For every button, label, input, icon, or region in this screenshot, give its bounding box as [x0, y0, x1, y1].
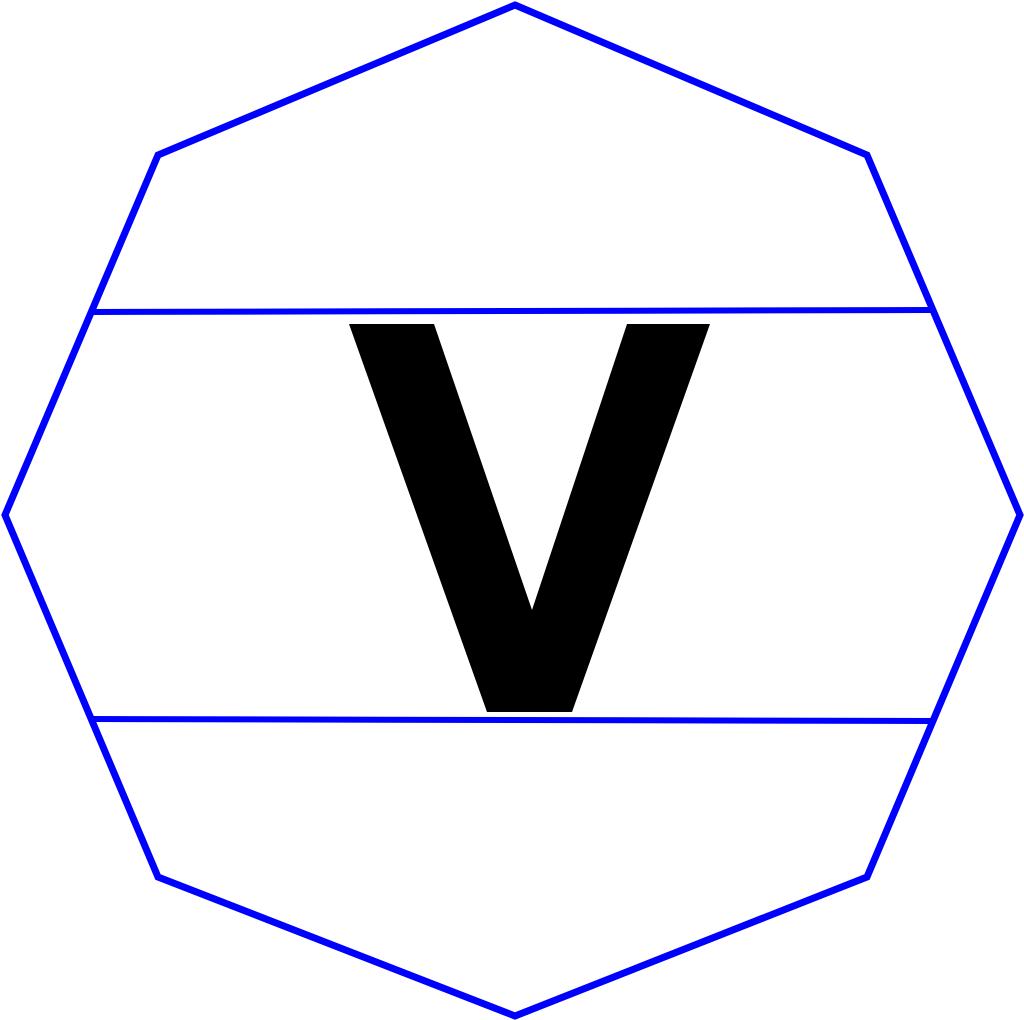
upper-band-line — [89, 307, 935, 315]
letter-v-text: V — [527, 704, 534, 715]
lower-band-line — [89, 716, 935, 724]
letter-v-glyph — [349, 324, 710, 712]
